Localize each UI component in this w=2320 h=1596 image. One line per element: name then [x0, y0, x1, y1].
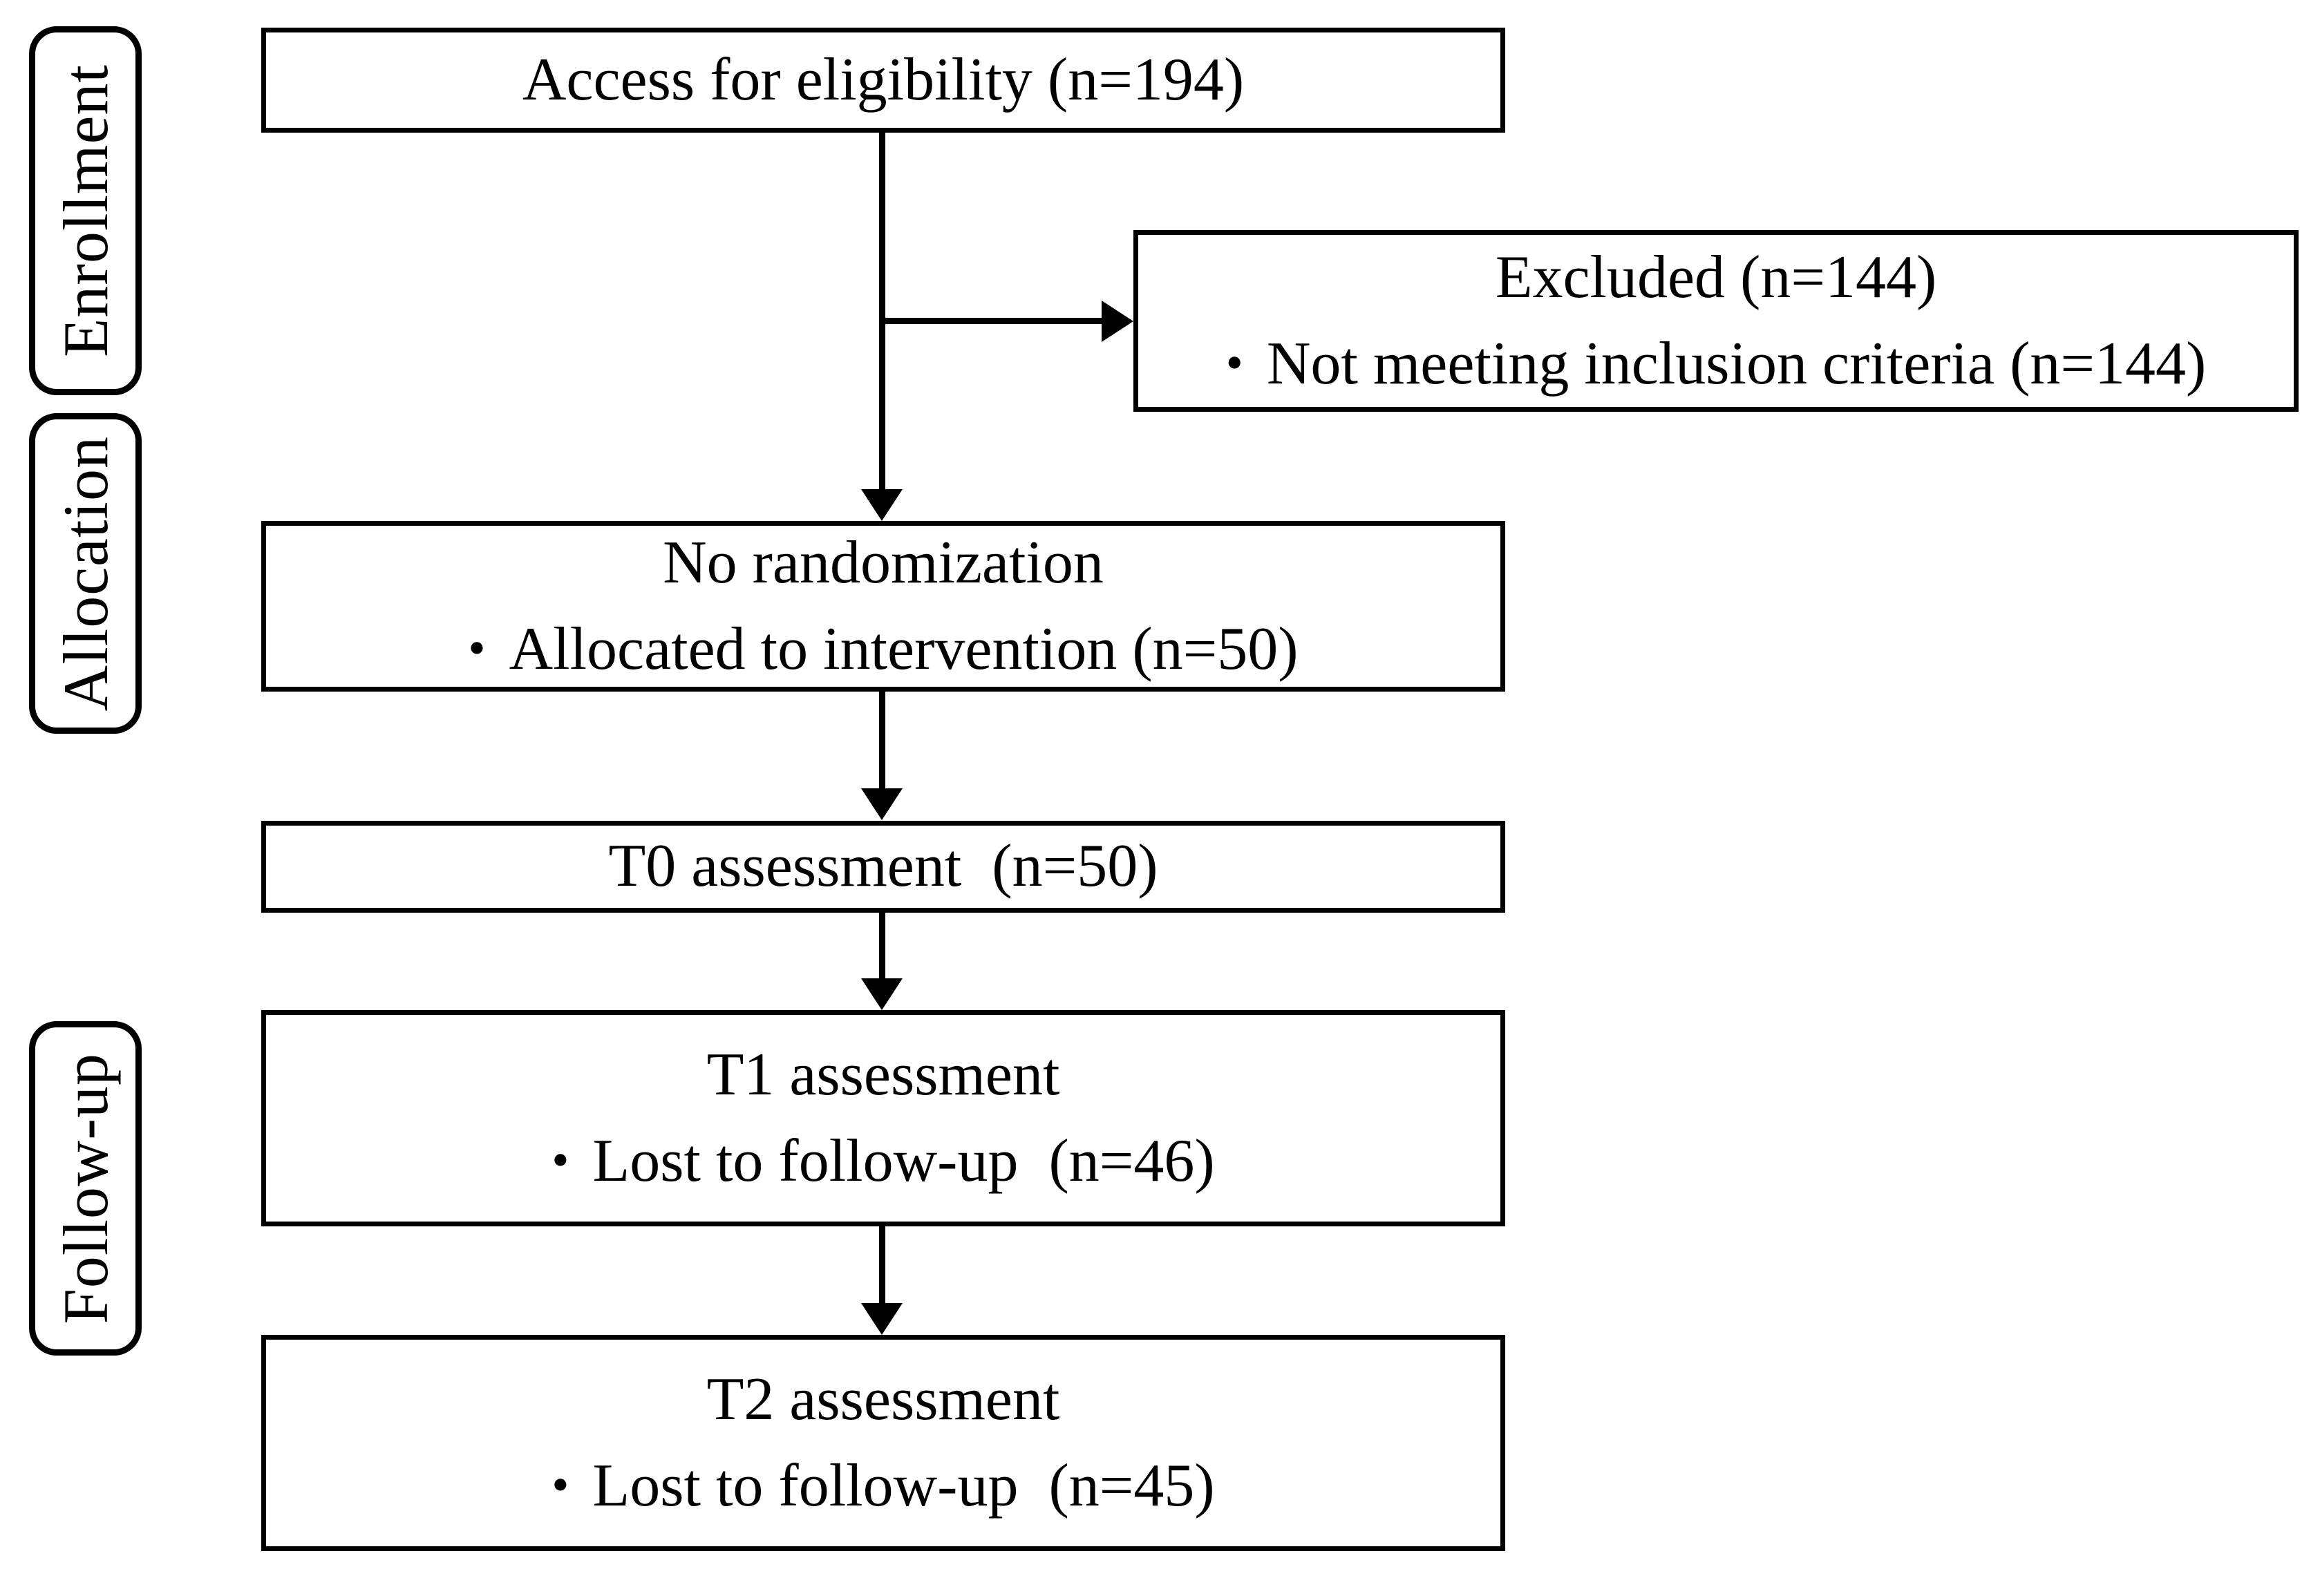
bullet-marker-icon: • [551, 1132, 569, 1188]
connector-t0-to-t1-arrow [861, 978, 903, 1010]
stage-label-allocation: Allocation [29, 413, 142, 734]
box-t1-assessment-bullet-text: Lost to follow-up (n=46) [592, 1127, 1215, 1195]
stage-label-enrollment-text: Enrollment [50, 64, 121, 357]
box-t0-assessment-title: T0 assessment (n=50) [608, 833, 1158, 900]
connector-eligibility-to-allocation-line [879, 133, 885, 491]
box-t2-assessment-title: T2 assessment [706, 1365, 1060, 1433]
bullet-marker-icon: • [468, 620, 486, 676]
stage-label-followup-text: Follow-up [50, 1052, 121, 1324]
box-excluded: Excluded (n=144) • Not meeting inclusion… [1133, 230, 2299, 412]
box-allocation-bullet: • Allocated to intervention (n=50) [266, 616, 1500, 684]
stage-label-followup: Follow-up [29, 1021, 142, 1356]
box-allocation: No randomization • Allocated to interven… [261, 521, 1505, 692]
box-excluded-bullet-text: Not meeting inclusion criteria (n=144) [1266, 330, 2207, 397]
connector-t1-to-t2-line [879, 1226, 885, 1304]
connector-allocation-to-t0-line [879, 692, 885, 790]
stage-label-allocation-text: Allocation [50, 435, 121, 712]
connector-allocation-to-t0-arrow [861, 788, 903, 820]
connector-t1-to-t2-arrow [861, 1303, 903, 1335]
box-t2-assessment-bullet: • Lost to follow-up (n=45) [266, 1452, 1500, 1521]
box-t1-assessment: T1 assessment • Lost to follow-up (n=46) [261, 1010, 1505, 1226]
box-eligibility-title: Access for eligibility (n=194) [522, 46, 1245, 113]
box-t2-assessment: T2 assessment • Lost to follow-up (n=45) [261, 1335, 1505, 1551]
box-t1-assessment-bullet: • Lost to follow-up (n=46) [266, 1128, 1500, 1196]
box-t2-assessment-bullet-text: Lost to follow-up (n=45) [592, 1452, 1215, 1519]
bullet-marker-icon: • [551, 1456, 569, 1512]
box-eligibility: Access for eligibility (n=194) [261, 28, 1505, 133]
connector-t0-to-t1-line [879, 913, 885, 980]
box-allocation-title: No randomization [663, 529, 1104, 596]
connector-eligibility-to-excluded-line [879, 318, 1102, 324]
box-t0-assessment: T0 assessment (n=50) [261, 821, 1505, 913]
box-excluded-title: Excluded (n=144) [1495, 243, 1937, 311]
connector-eligibility-to-excluded-arrow [1102, 301, 1133, 342]
box-t1-assessment-title: T1 assessment [706, 1041, 1060, 1108]
box-excluded-bullet: • Not meeting inclusion criteria (n=144) [1156, 330, 2276, 399]
box-allocation-bullet-text: Allocated to intervention (n=50) [509, 615, 1299, 683]
stage-label-enrollment: Enrollment [29, 26, 142, 395]
bullet-marker-icon: • [1225, 334, 1243, 390]
connector-eligibility-to-allocation-arrow [861, 489, 903, 521]
